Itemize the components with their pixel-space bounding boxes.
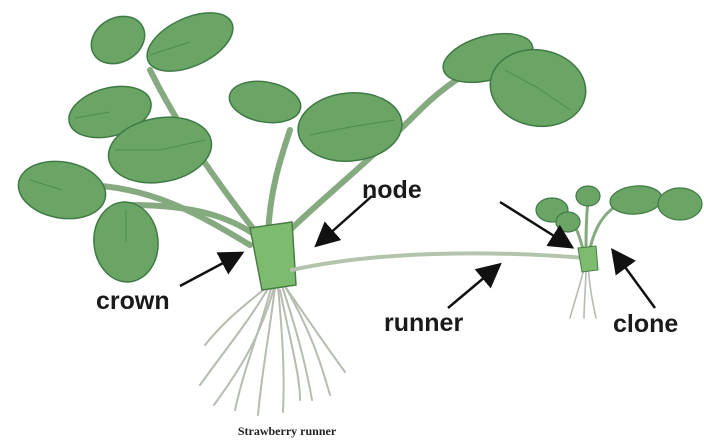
crown-arrow	[180, 254, 240, 286]
clone-plant	[536, 184, 702, 318]
clone-arrow	[614, 252, 655, 308]
crown-label: crown	[96, 287, 170, 316]
mother-roots	[200, 285, 345, 415]
runner-arrow	[448, 266, 498, 308]
crown-shape	[250, 222, 296, 290]
node-label: node	[362, 176, 422, 205]
figure-caption: Strawberry runner	[0, 424, 574, 439]
runner-stem	[292, 253, 585, 270]
runner-label: runner	[384, 309, 463, 338]
clone-label: clone	[613, 310, 678, 339]
mother-leaves	[14, 1, 592, 285]
